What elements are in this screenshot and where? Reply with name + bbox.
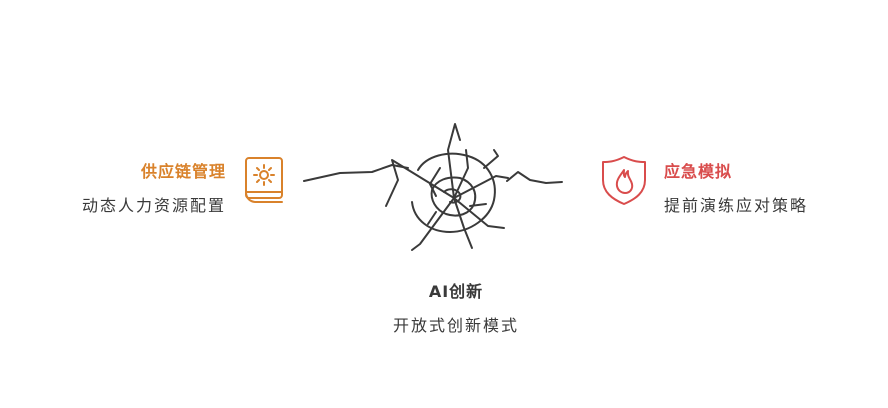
flame-shield-icon	[602, 156, 646, 205]
left-item-title: 供应链管理	[140, 162, 226, 181]
gear-book-icon	[245, 157, 283, 203]
cracked-web-illustration	[385, 123, 509, 251]
right-connector	[506, 171, 563, 184]
center-item-description: 开放式创新模式	[392, 316, 519, 335]
right-item-title: 应急模拟	[664, 162, 733, 181]
left-connector	[303, 164, 409, 182]
center-item-title: AI创新	[428, 282, 484, 301]
right-item-description: 提前演练应对策略	[664, 196, 809, 215]
left-item-description: 动态人力资源配置	[81, 196, 226, 215]
